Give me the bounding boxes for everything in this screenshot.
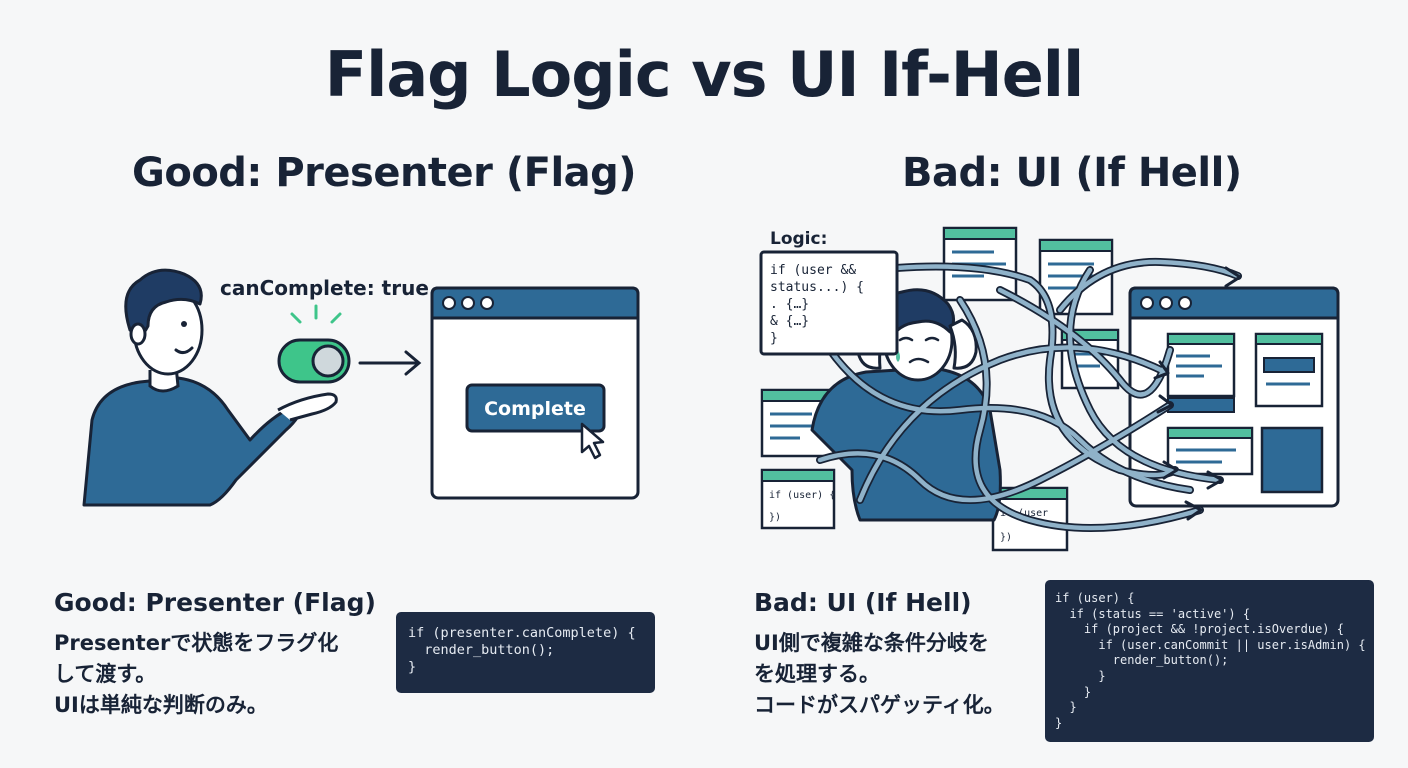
bad-code-line: if (status == 'active') {	[1055, 606, 1251, 621]
good-caption-title: Good: Presenter (Flag)	[54, 588, 376, 617]
bad-code-line: render_button();	[1055, 653, 1229, 668]
toggle-sparkle-icon	[290, 304, 342, 324]
bad-code-line: }	[1055, 715, 1063, 730]
mini-code-1-line-1: if (user) {	[769, 490, 835, 501]
bad-code-line: }	[1055, 700, 1077, 715]
good-code-line: if (presenter.canComplete) {	[408, 625, 636, 641]
tangled-wires-icon	[816, 257, 1242, 532]
mini-code-2-line-1: if (user	[1000, 508, 1048, 519]
arrow-right-icon	[358, 350, 422, 376]
complete-button-label: Complete	[484, 398, 586, 420]
good-code-line: render_button();	[408, 642, 555, 658]
good-caption-line: Presenterで状態をフラグ化	[54, 631, 339, 655]
bad-caption-line: を処理する。	[754, 662, 880, 686]
bad-code-line: if (project && !project.isOverdue) {	[1055, 622, 1344, 637]
bad-caption-line: コードがスパゲッティ化。	[754, 693, 1005, 717]
bad-code-line: if (user) {	[1055, 591, 1135, 605]
bad-code-block: if (user) { if (status == 'active') { if…	[1045, 580, 1374, 742]
bad-code-line: }	[1055, 668, 1106, 683]
bad-caption-line: UI側で複雑な条件分岐を	[754, 631, 989, 655]
good-code-block: if (presenter.canComplete) { render_butt…	[396, 612, 655, 693]
mouse-cursor-icon	[580, 422, 605, 460]
bad-ui-window	[1128, 286, 1340, 508]
bad-caption-title: Bad: UI (If Hell)	[754, 588, 972, 617]
logic-label: Logic:	[770, 229, 827, 249]
flag-label: canComplete: true	[220, 276, 429, 300]
bad-code-line: if (user.canCommit || user.isAdmin) {	[1055, 637, 1366, 652]
logic-code-line-1: if (user &&	[770, 263, 856, 278]
logic-code-line-3: . {…}	[770, 297, 809, 312]
presenter-person-illustration	[82, 268, 338, 507]
good-caption-line: して渡す。	[54, 662, 157, 686]
logic-code-line-2: status...) {	[770, 280, 864, 295]
good-section-title: Good: Presenter (Flag)	[132, 150, 637, 196]
good-caption-line: UIは単純な判断のみ。	[54, 693, 268, 717]
bad-caption-text: UI側で複雑な条件分岐を を処理する。 コードがスパゲッティ化。	[754, 628, 1005, 721]
flag-toggle-icon	[277, 338, 351, 384]
mini-code-1-line-2: })	[769, 512, 781, 523]
good-code-line: }	[408, 659, 417, 675]
bad-code-line: }	[1055, 684, 1092, 699]
complete-button[interactable]: Complete	[465, 383, 606, 433]
logic-code-line-4: & {…}	[770, 314, 809, 329]
logic-code-card	[759, 250, 899, 356]
logic-code-line-5: }	[770, 331, 778, 346]
mini-code-2-line-2: })	[1000, 532, 1012, 543]
good-caption-text: Presenterで状態をフラグ化 して渡す。 UIは単純な判断のみ。	[54, 628, 338, 721]
bad-section-title: Bad: UI (If Hell)	[902, 150, 1242, 196]
main-title: Flag Logic vs UI If-Hell	[324, 38, 1085, 111]
